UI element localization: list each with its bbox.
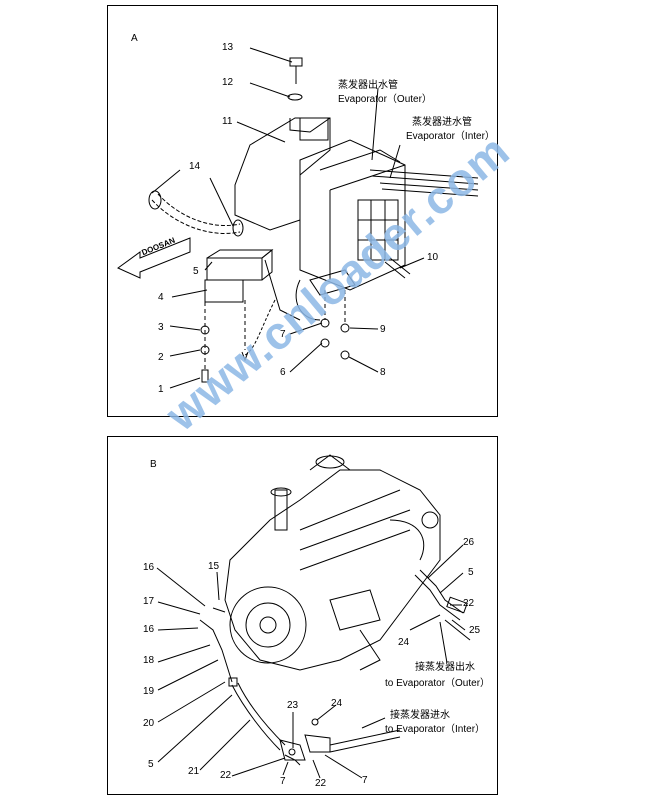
callout-10: 10 bbox=[427, 252, 439, 263]
callout-6: 6 bbox=[280, 367, 286, 378]
callout-b-26: 26 bbox=[463, 537, 475, 548]
engine-block-shape bbox=[224, 469, 441, 671]
callout-b-20: 20 bbox=[143, 718, 155, 729]
callout-3: 3 bbox=[158, 322, 164, 333]
bracket-4-shape bbox=[204, 279, 244, 303]
callout-1: 1 bbox=[158, 384, 164, 395]
evaporator-outer-en: Evaporator（Outer） bbox=[338, 94, 432, 105]
panel-a-frame bbox=[107, 5, 498, 417]
callout-14: 14 bbox=[189, 161, 201, 172]
callout-12: 12 bbox=[222, 77, 234, 88]
arrow-shape bbox=[117, 237, 191, 279]
callout-2: 2 bbox=[158, 352, 164, 363]
callout-4: 4 bbox=[158, 292, 164, 303]
flywheel-shape bbox=[229, 586, 307, 664]
callout-b-24b: 24 bbox=[398, 637, 410, 648]
callout-b-22c: 22 bbox=[463, 598, 475, 609]
heater-housing-shape bbox=[234, 117, 331, 231]
callout-b-18: 18 bbox=[143, 655, 155, 666]
evaporator-inter-en: Evaporator（Inter） bbox=[406, 131, 495, 142]
evaporator-outer-cn: 蒸发器出水管 bbox=[338, 80, 398, 91]
evaporator-box-shape bbox=[299, 139, 406, 291]
callout-7: 7 bbox=[280, 329, 286, 340]
evaporator-inter-cn: 蒸发器进水管 bbox=[412, 117, 472, 128]
controller-5-shape bbox=[206, 257, 263, 281]
callout-b-7a: 7 bbox=[280, 776, 286, 787]
to-outer-en: to Evaporator（Outer） bbox=[385, 678, 491, 689]
callout-b-22b: 22 bbox=[315, 778, 327, 789]
callout-b-15: 15 bbox=[208, 561, 220, 572]
callout-b-17: 17 bbox=[143, 596, 155, 607]
panel-a-tag: A bbox=[131, 33, 138, 44]
callout-b-24a: 24 bbox=[331, 698, 343, 709]
evaporator-grille-shape bbox=[357, 199, 399, 261]
callout-9: 9 bbox=[380, 324, 386, 335]
callout-b-25: 25 bbox=[469, 625, 481, 636]
callout-11: 11 bbox=[222, 116, 233, 127]
callout-b-21: 21 bbox=[188, 766, 200, 777]
callout-b-7b: 7 bbox=[362, 775, 368, 786]
callout-5: 5 bbox=[193, 266, 199, 277]
hose-clamp-shape bbox=[148, 190, 162, 210]
panel-b-frame bbox=[107, 436, 498, 795]
washer-12-shape bbox=[287, 93, 303, 101]
callout-13: 13 bbox=[222, 42, 234, 53]
callout-8: 8 bbox=[380, 367, 386, 378]
callout-b-16a: 16 bbox=[143, 562, 155, 573]
panel-b-tag: B bbox=[150, 459, 157, 470]
callout-b-5a: 5 bbox=[148, 759, 154, 770]
callout-b-23: 23 bbox=[287, 700, 299, 711]
callout-b-22a: 22 bbox=[220, 770, 232, 781]
callout-b-16b: 16 bbox=[143, 624, 155, 635]
to-inter-cn: 接蒸发器进水 bbox=[390, 710, 450, 721]
callout-b-19: 19 bbox=[143, 686, 155, 697]
to-inter-en: to Evaporator（Inter） bbox=[385, 724, 486, 735]
callout-b-5b: 5 bbox=[468, 567, 474, 578]
to-outer-cn: 接蒸发器出水 bbox=[415, 662, 475, 673]
